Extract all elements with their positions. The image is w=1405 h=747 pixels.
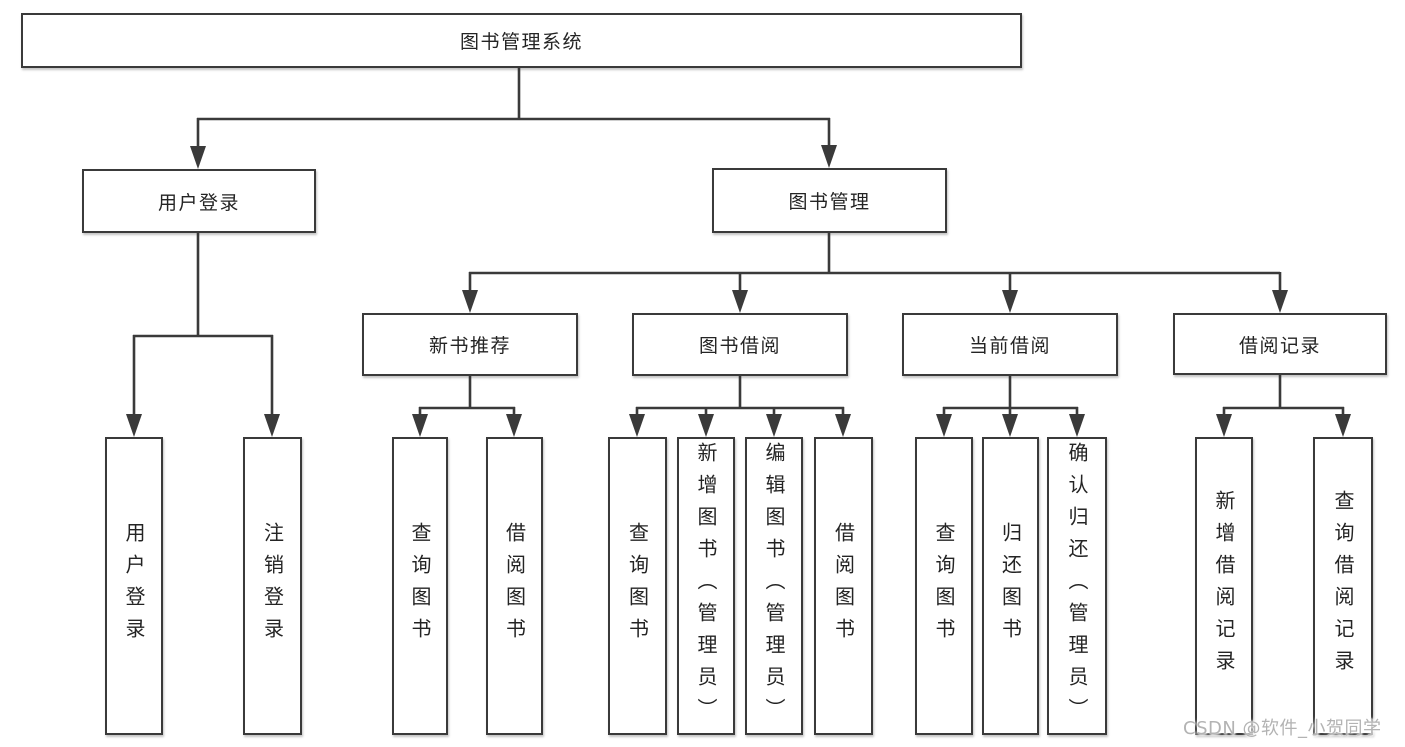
leaf-return-books: 归还图书	[982, 437, 1039, 735]
node-current-borrowing: 当前借阅	[902, 313, 1118, 376]
leaf-logout-label: 注销登录	[260, 522, 285, 650]
node-book-management-label: 图书管理	[788, 191, 871, 213]
leaf-confirm-return-admin: 确认归还（管理员）	[1047, 437, 1107, 735]
node-root: 图书管理系统	[21, 13, 1022, 68]
leaf-query-books-recommend-label: 查询图书	[408, 522, 432, 650]
node-user-login: 用户登录	[82, 169, 316, 233]
node-root-label: 图书管理系统	[459, 31, 583, 53]
node-borrowing-records-label: 借阅记录	[1238, 334, 1321, 357]
leaf-query-books-borrowing-label: 查询图书	[625, 522, 650, 650]
leaf-borrow-books-borrowing-label: 借阅图书	[831, 522, 856, 650]
leaf-user-login: 用户登录	[105, 437, 163, 735]
node-book-borrowing: 图书借阅	[632, 313, 848, 376]
leaf-query-borrow-record-label: 查询借阅记录	[1331, 490, 1355, 682]
node-book-borrowing-label: 图书借阅	[698, 335, 781, 357]
leaf-confirm-return-admin-label: 确认归还（管理员）	[1065, 442, 1089, 730]
leaf-return-books-label: 归还图书	[998, 522, 1023, 650]
leaf-add-books-admin-label: 新增图书（管理员）	[694, 442, 718, 730]
leaf-logout: 注销登录	[243, 437, 302, 735]
node-book-management: 图书管理	[712, 168, 947, 233]
node-user-login-label: 用户登录	[157, 191, 240, 214]
node-new-book-recommend-label: 新书推荐	[428, 335, 511, 357]
leaf-query-books-current: 查询图书	[915, 437, 973, 735]
csdn-watermark: CSDN @软件_小贺同学	[1183, 718, 1382, 739]
leaf-edit-books-admin: 编辑图书（管理员）	[745, 437, 803, 735]
leaf-add-borrow-record-label: 新增借阅记录	[1212, 490, 1236, 682]
leaf-user-login-label: 用户登录	[122, 522, 146, 650]
leaf-query-books-borrowing: 查询图书	[608, 437, 667, 735]
leaf-query-books-recommend: 查询图书	[392, 437, 448, 735]
leaf-add-books-admin: 新增图书（管理员）	[677, 437, 735, 735]
leaf-query-books-current-label: 查询图书	[932, 522, 956, 650]
leaf-borrow-books-recommend: 借阅图书	[486, 437, 543, 735]
leaf-query-borrow-record: 查询借阅记录	[1313, 437, 1373, 735]
leaf-borrow-books-recommend-label: 借阅图书	[502, 522, 527, 650]
leaf-add-borrow-record: 新增借阅记录	[1195, 437, 1253, 735]
leaf-edit-books-admin-label: 编辑图书（管理员）	[762, 442, 786, 730]
node-borrowing-records: 借阅记录	[1173, 313, 1387, 375]
node-current-borrowing-label: 当前借阅	[968, 335, 1051, 357]
leaf-borrow-books-borrowing: 借阅图书	[814, 437, 873, 735]
node-new-book-recommend: 新书推荐	[362, 313, 578, 376]
